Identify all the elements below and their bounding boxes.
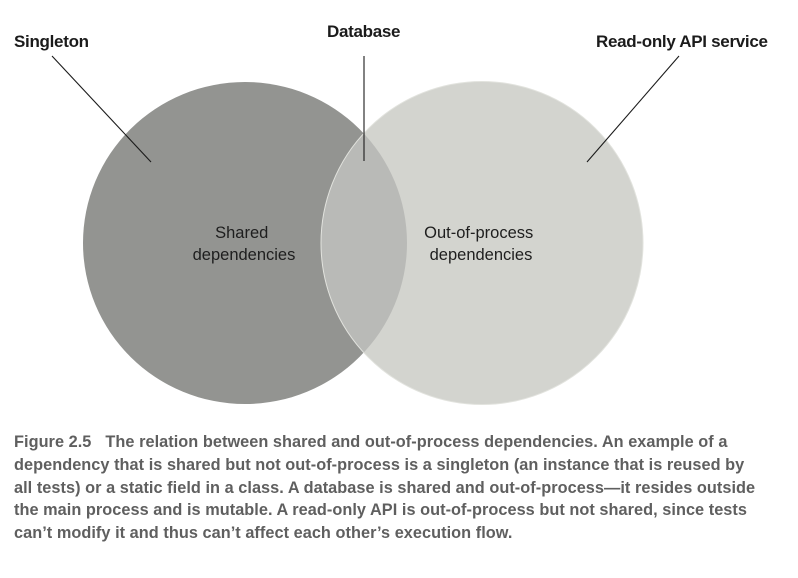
- venn-diagram: Shared dependencies Out-of-process depen…: [14, 22, 768, 405]
- caption-line: can’t modify it and thus can’t affect ea…: [14, 524, 513, 543]
- caption-line: all tests) or a static field in a class.…: [14, 478, 756, 497]
- out-of-process-dependencies-label: Out-of-process dependencies: [424, 224, 538, 264]
- caption-line: dependency that is shared but not out-of…: [14, 455, 745, 474]
- oop-label-line-2: dependencies: [430, 246, 533, 264]
- caption-text: The relation between shared and out-of-p…: [105, 433, 728, 451]
- shared-label-line-1: Shared: [215, 224, 268, 242]
- caption-line: Figure 2.5 The relation between shared an…: [14, 431, 786, 454]
- read-only-api-leader-line: [586, 55, 680, 163]
- figure-number: Figure 2.5: [14, 433, 92, 451]
- out-of-process-outline: [320, 81, 644, 405]
- singleton-leader-line: [51, 55, 152, 163]
- out-of-process-dependencies-circle: [321, 81, 643, 405]
- database-callout: Database: [327, 22, 400, 41]
- read-only-api-callout: Read-only API service: [596, 32, 768, 51]
- figure-caption: Figure 2.5 The relation between shared an…: [14, 431, 786, 545]
- shared-label-line-2: dependencies: [193, 246, 296, 264]
- caption-line: the main process and is mutable. A read-…: [14, 501, 747, 520]
- shared-dependencies-circle: [83, 82, 407, 404]
- oop-label-line-1: Out-of-process: [424, 224, 533, 242]
- shared-dependencies-label: Shared dependencies: [193, 224, 296, 264]
- singleton-callout: Singleton: [14, 32, 89, 51]
